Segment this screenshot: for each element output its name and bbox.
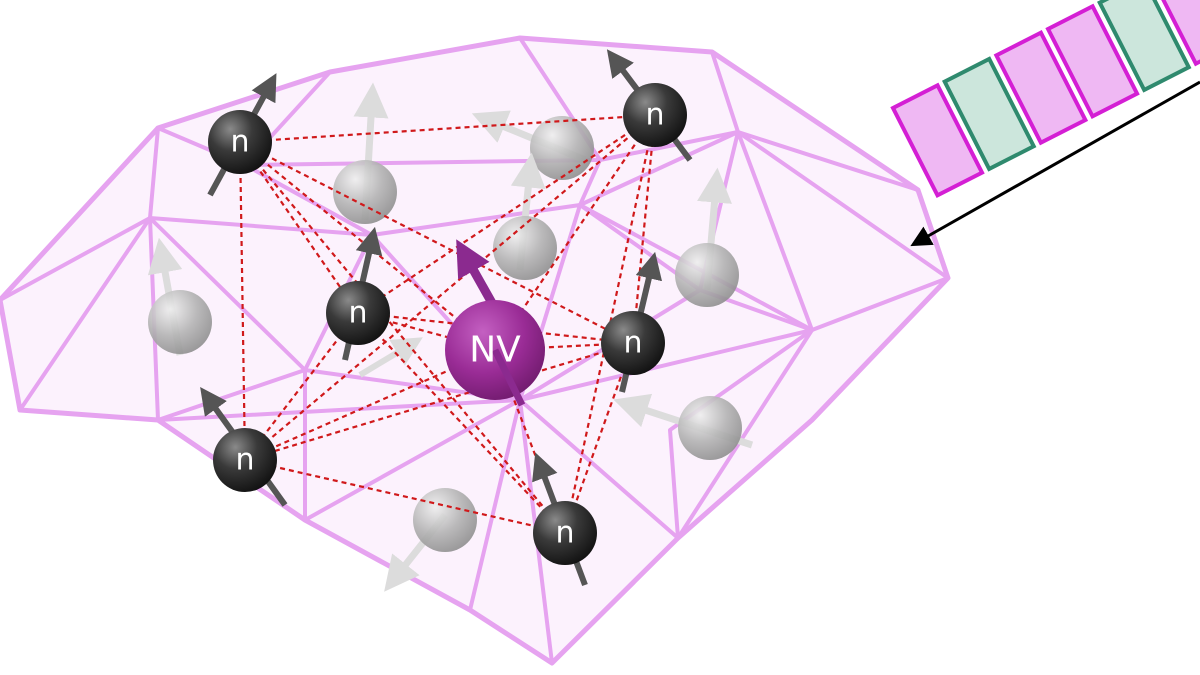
nuclear-spin-label: n [235,443,254,478]
bath-atom [493,152,557,280]
pulse-block [1097,0,1192,93]
bath-atom [613,393,754,460]
drive-arrow [910,80,1200,247]
bath-atom [333,82,397,224]
bath-atom [358,337,423,378]
nuclear-spin-atom: n [200,387,288,507]
nuclear-spin-label: n [348,296,367,331]
pulse-block [1148,0,1200,67]
pulse-block [941,56,1037,172]
nuclear-spin-label: n [555,516,574,551]
pulse-block [993,29,1089,146]
nuclear-spin-atom: n [532,452,597,587]
nv-center: NV [445,239,545,407]
nuclear-spin-atom: n [601,251,665,393]
nuclear-spins: n n n n n n [200,49,693,587]
diamond-facets [0,36,950,665]
nuclear-spin-label: n [623,326,642,361]
nuclear-spin-atom: n [606,49,693,162]
bath-atom [471,110,594,180]
nuclear-spin-label: n [230,125,249,160]
nuclear-spin-label: n [645,98,664,133]
bath-atoms [147,82,754,592]
pulse-sequence [890,0,1200,199]
nuclear-spin-atom: n [207,73,277,197]
nv-label: NV [469,330,521,371]
bath-atom [384,488,477,592]
nuclear-spin-atom: n [326,226,390,361]
bath-atom [147,237,212,356]
pulse-block [1045,3,1140,120]
bath-atom [675,167,739,307]
spin-arrow [358,337,423,378]
pulse-block [890,82,985,199]
nv-spin-arrow-tail [491,348,526,407]
